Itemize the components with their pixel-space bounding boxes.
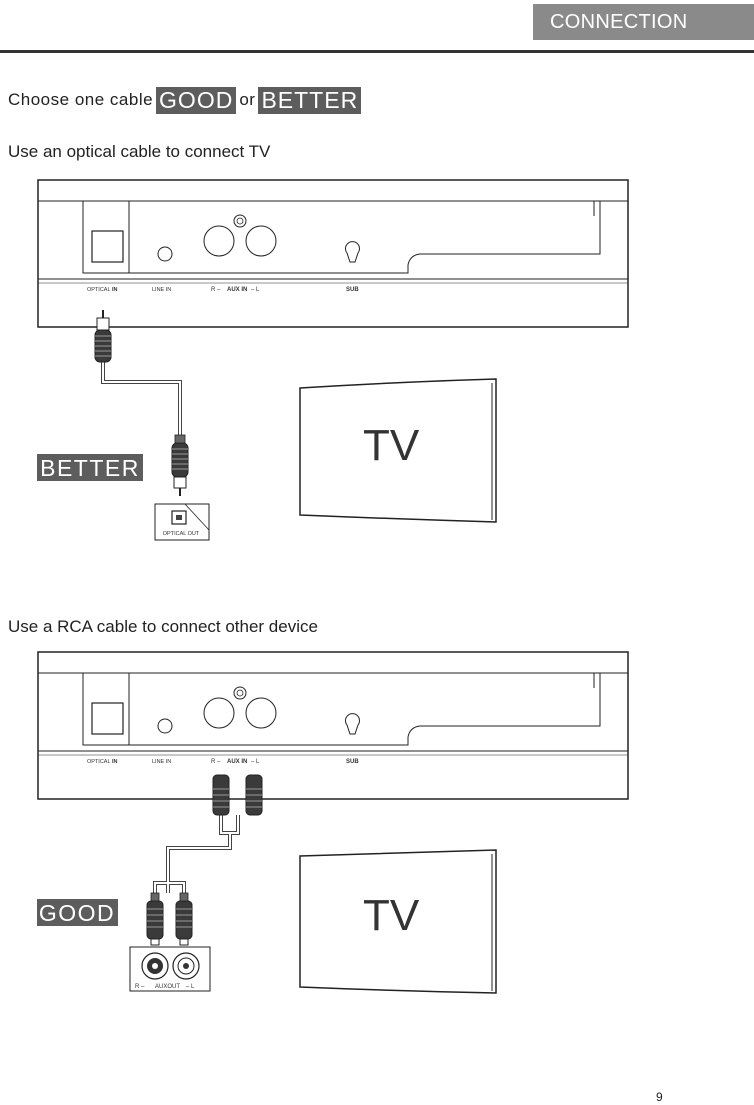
panel-line-in-label: LINE IN (152, 287, 171, 293)
rca-section-heading: Use a RCA cable to connect other device (8, 617, 318, 636)
panel-sub-label: SUB (346, 759, 359, 765)
header-divider (0, 50, 754, 53)
cable-choice-prefix: Choose one cable (8, 90, 154, 109)
tv-illustration: TV (299, 378, 497, 523)
optical-out-label: OPTICAL OUT (163, 531, 200, 537)
aux-out-label: AUXOUT (155, 984, 180, 990)
good-badge-text: GOOD (39, 900, 115, 926)
optical-cable (94, 310, 189, 496)
panel-optical-in-label: IN (112, 759, 118, 765)
panel-optical-label: OPTICAL (87, 759, 111, 765)
panel-line-in-label: LINE IN (152, 759, 171, 765)
rca-connection-diagram: OPTICAL IN LINE IN R – AUX IN – L SUB (0, 645, 754, 1005)
panel-optical-label: OPTICAL (87, 287, 111, 293)
cable-choice-line: Choose one cable GOOD or BETTER (8, 86, 362, 114)
good-label-badge: GOOD (37, 899, 118, 926)
optical-section-heading: Use an optical cable to connect TV (8, 142, 271, 161)
rca-cable (146, 774, 263, 946)
panel-aux-in-label: AUX IN (227, 759, 247, 765)
aux-out-r-label: R – (135, 984, 145, 990)
tv-label: TV (363, 891, 420, 940)
better-label-badge: BETTER (37, 454, 143, 481)
better-badge-text: BETTER (40, 455, 140, 481)
panel-aux-in-label: AUX IN (227, 287, 247, 293)
optical-connection-diagram: OPTICAL IN LINE IN R – AUX IN – L SUB (0, 170, 754, 550)
optical-out-port: OPTICAL OUT (154, 503, 210, 541)
panel-aux-l-label: – L (251, 287, 260, 293)
soundbar-rear-panel: OPTICAL IN LINE IN R – AUX IN – L SUB (37, 651, 629, 800)
panel-aux-r-label: R – (211, 287, 221, 293)
panel-sub-label: SUB (346, 287, 359, 293)
good-badge: GOOD (156, 86, 237, 114)
tv-label: TV (363, 421, 420, 470)
or-text: or (239, 90, 256, 109)
tv-illustration: TV (299, 849, 497, 994)
section-title-tab: CONNECTION (533, 4, 754, 40)
section-title: CONNECTION (550, 11, 688, 33)
panel-aux-l-label: – L (251, 759, 260, 765)
aux-out-l-label: – L (186, 984, 195, 990)
better-badge: BETTER (258, 86, 362, 114)
aux-out-port: R – AUXOUT – L (129, 946, 211, 992)
soundbar-rear-panel: OPTICAL IN LINE IN R – AUX IN – L SUB (37, 179, 629, 328)
page-number: 9 (656, 1090, 663, 1104)
panel-aux-r-label: R – (211, 759, 221, 765)
panel-optical-in-label: IN (112, 287, 118, 293)
